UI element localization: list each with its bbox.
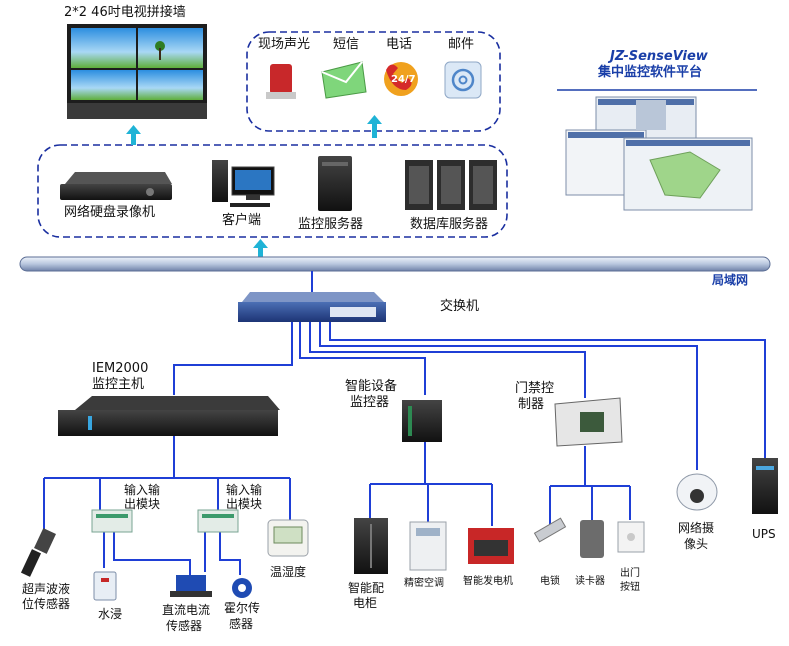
switch-image [238, 292, 386, 322]
precision-ac-label: 精密空调 [404, 578, 444, 589]
exit-button-label-line2: 按钮 [620, 582, 640, 593]
io-module-right-label-line2: 出模块 [226, 497, 263, 511]
platform-title: JZ-SenseView [610, 49, 708, 64]
lan-bus [19, 256, 771, 272]
ultrasonic-sensor-image [20, 528, 56, 577]
ultrasonic-sensor-label-line2: 位传感器 [22, 597, 71, 611]
siren-icon [266, 64, 296, 99]
water-sensor-image [93, 571, 117, 601]
host-sensor-wiring [43, 436, 291, 575]
electric-lock-image [533, 517, 567, 543]
nvr-label: 网络硬盘录像机 [64, 205, 156, 220]
dc-current-sensor-label-line1: 直流电流 [162, 603, 211, 617]
sms-envelope-icon [321, 61, 367, 99]
exit-button-label-line1: 出门 [620, 568, 640, 579]
phone-badge: 24/7 [391, 74, 416, 85]
io-module-left-image [91, 509, 133, 533]
arrow-to-server-group [253, 239, 268, 258]
platform-subtitle: 集中监控软件平台 [598, 65, 703, 80]
phone-label: 电话 [386, 37, 413, 52]
access-controller-label-line2: 制器 [518, 397, 545, 412]
switch-label: 交换机 [440, 299, 480, 314]
smart-controller-wiring [369, 442, 493, 526]
client-pc-image [212, 160, 275, 207]
pdu-cabinet-label-line2: 电柜 [353, 596, 378, 610]
dc-current-sensor-image [170, 575, 212, 597]
dc-current-sensor-label-line2: 传感器 [166, 619, 203, 633]
io-module-left-label-line1: 输入输 [124, 483, 161, 497]
nvr-image [60, 172, 172, 200]
database-server-image [405, 160, 497, 210]
access-controller-image [554, 397, 623, 447]
water-sensor-label: 水浸 [98, 607, 123, 621]
hall-sensor-label-line2: 感器 [229, 617, 254, 631]
onsite-sound-light-label: 现场声光 [258, 37, 311, 52]
video-wall-image [67, 24, 207, 119]
generator-image [468, 528, 514, 564]
access-controller-wiring [549, 446, 631, 525]
arrow-to-alerts [367, 115, 382, 138]
switch-uplinks [173, 322, 766, 470]
monitor-server-image [318, 156, 352, 211]
electric-lock-label: 电锁 [540, 576, 560, 587]
ups-label: UPS [752, 527, 776, 541]
pdu-cabinet-label-line1: 智能配 [348, 581, 385, 595]
temp-humidity-label: 温湿度 [270, 565, 307, 579]
lan-label: 局域网 [712, 273, 749, 287]
generator-label: 智能发电机 [463, 576, 513, 587]
phone-icon [384, 62, 418, 96]
network-camera-image [676, 473, 718, 511]
hall-sensor-label-line1: 霍尔传 [224, 601, 261, 615]
smart-controller-label-line2: 监控器 [350, 395, 390, 410]
arrow-to-video-wall [126, 125, 141, 145]
database-server-label: 数据库服务器 [410, 217, 489, 232]
ultrasonic-sensor-label-line1: 超声波液 [22, 582, 71, 596]
email-icon [444, 61, 482, 99]
precision-ac-image [409, 521, 447, 571]
monitor-server-label: 监控服务器 [298, 217, 364, 232]
smart-controller-label-line1: 智能设备 [345, 379, 398, 394]
host-label-line2: 监控主机 [92, 377, 145, 392]
temp-humidity-sensor-image [267, 519, 309, 557]
exit-button-image [617, 521, 645, 553]
access-controller-label-line1: 门禁控 [515, 381, 555, 396]
io-module-right-label-line1: 输入输 [226, 483, 263, 497]
host-image [58, 396, 280, 436]
email-label: 邮件 [448, 37, 475, 52]
host-label-line1: IEM2000 [92, 361, 149, 376]
smart-controller-image [402, 400, 442, 442]
camera-label-line1: 网络摄 [678, 521, 715, 535]
video-wall-label: 2*2 46吋电视拼接墙 [64, 5, 186, 20]
alert-group-border [246, 31, 501, 132]
client-label: 客户端 [222, 213, 262, 228]
platform-screenshots-image [557, 89, 757, 211]
camera-label-line2: 像头 [684, 537, 709, 551]
io-module-right-image [197, 509, 239, 533]
card-reader-image [580, 520, 604, 558]
hall-sensor-image [232, 578, 252, 598]
pdu-cabinet-image [354, 518, 388, 574]
io-module-left-label-line2: 出模块 [124, 497, 161, 511]
card-reader-label: 读卡器 [575, 576, 605, 587]
server-group-border [37, 144, 508, 238]
ups-image [752, 458, 778, 514]
sms-label: 短信 [333, 37, 360, 52]
